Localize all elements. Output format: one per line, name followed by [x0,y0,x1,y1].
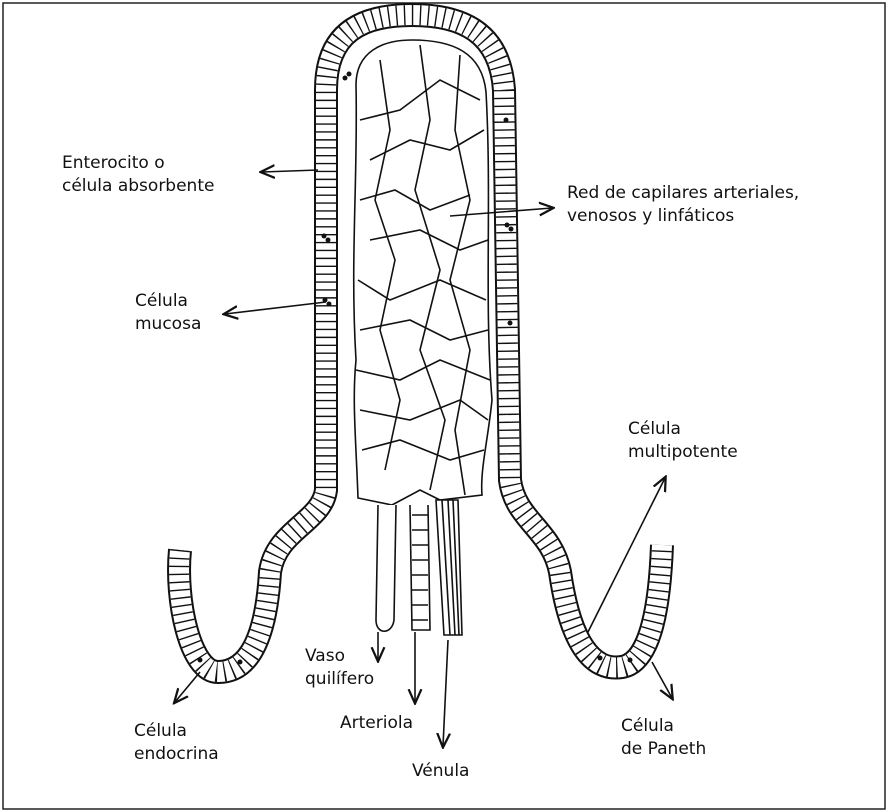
label-venule: Vénula [412,761,470,781]
pointer-arrows [175,170,672,746]
vessels [375,499,463,636]
lacteal-vessel [375,504,397,633]
label-arteriole: Arteriola [340,713,413,733]
lamina-propria-capillary-network [352,39,493,506]
epithelium [167,2,674,685]
mucous-cells [197,71,633,665]
label-capillary-network: Red de capilares arteriales,venosos y li… [567,183,800,226]
arteriole-vessel [409,504,431,631]
venule-vessel [435,499,463,636]
